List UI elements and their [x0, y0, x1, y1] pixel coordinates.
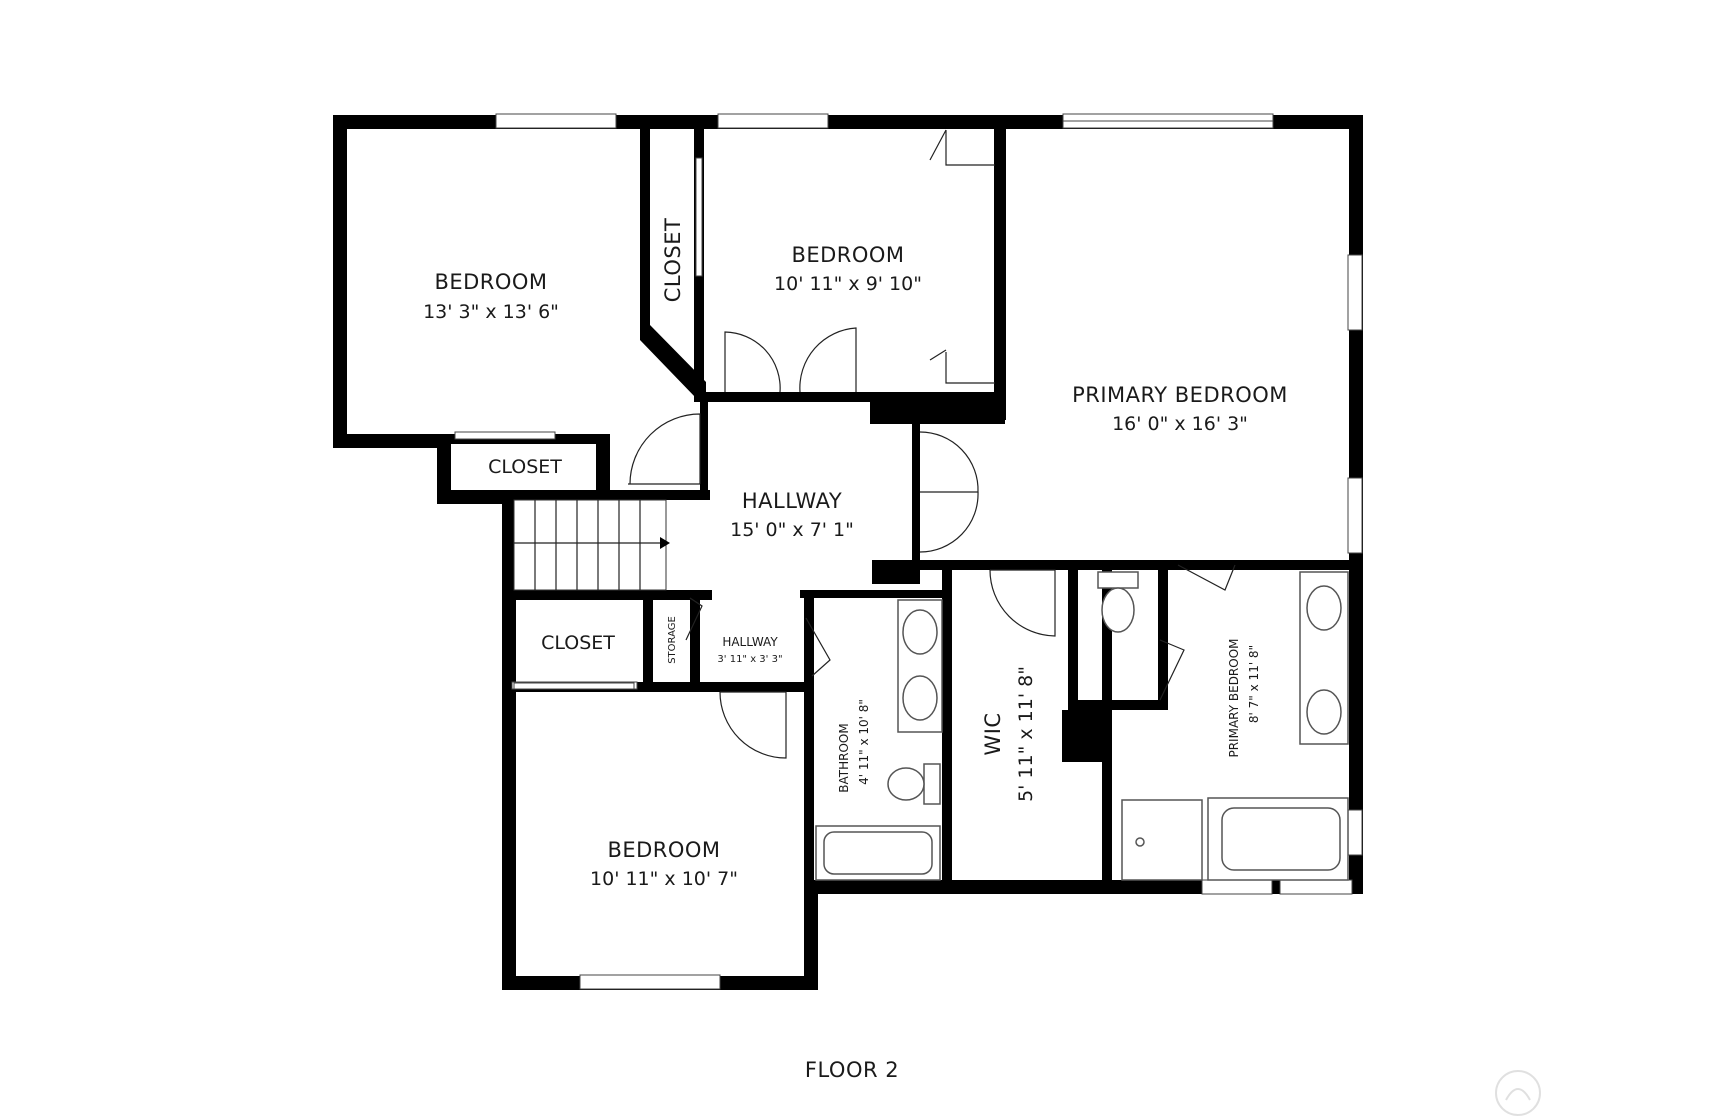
- room-name-hallway-small: HALLWAY: [722, 635, 778, 649]
- room-dims-hallway: 15' 0" x 7' 1": [730, 519, 854, 541]
- room-name-bedroom-nw: BEDROOM: [434, 270, 547, 294]
- room-name-bedroom-north: BEDROOM: [791, 243, 904, 267]
- room-dims-bedroom-north: 10' 11" x 9' 10": [774, 273, 922, 295]
- room-name-closet-nw: CLOSET: [488, 456, 562, 478]
- room-dims-bedroom-sw: 10' 11" x 10' 7": [590, 868, 738, 890]
- room-dims-hallway-small: 3' 11" x 3' 3": [717, 654, 782, 665]
- room-dims-primary-bedroom: 16' 0" x 16' 3": [1112, 413, 1248, 435]
- watermark-logo: [1495, 1070, 1541, 1116]
- room-dims-bedroom-nw: 13' 3" x 13' 6": [423, 301, 559, 323]
- room-dims-wic: 5' 11" x 11' 8": [1015, 666, 1037, 802]
- room-name-bedroom-sw: BEDROOM: [607, 838, 720, 862]
- room-labels: BEDROOM 13' 3" x 13' 6" CLOSET CLOSET BE…: [423, 218, 1288, 890]
- room-dims-bathroom: 4' 11" x 10' 8": [857, 699, 871, 785]
- room-name-storage: STORAGE: [667, 616, 678, 664]
- room-name-bathroom: BATHROOM: [837, 723, 851, 792]
- fixtures: [815, 571, 1349, 881]
- room-name-hallway: HALLWAY: [742, 489, 842, 513]
- room-dims-primary-bath: 8' 7" x 11' 8": [1247, 645, 1261, 723]
- floor-label: FLOOR 2: [805, 1058, 899, 1082]
- doors: [513, 129, 1236, 759]
- room-name-primary-bedroom: PRIMARY BEDROOM: [1072, 383, 1288, 407]
- room-name-wic: WIC: [981, 712, 1005, 755]
- stairs: [513, 499, 670, 591]
- room-name-primary-bath: PRIMARY BEDROOM: [1227, 638, 1241, 757]
- room-name-closet-sw: CLOSET: [541, 632, 615, 654]
- room-name-closet-vertical: CLOSET: [661, 218, 685, 303]
